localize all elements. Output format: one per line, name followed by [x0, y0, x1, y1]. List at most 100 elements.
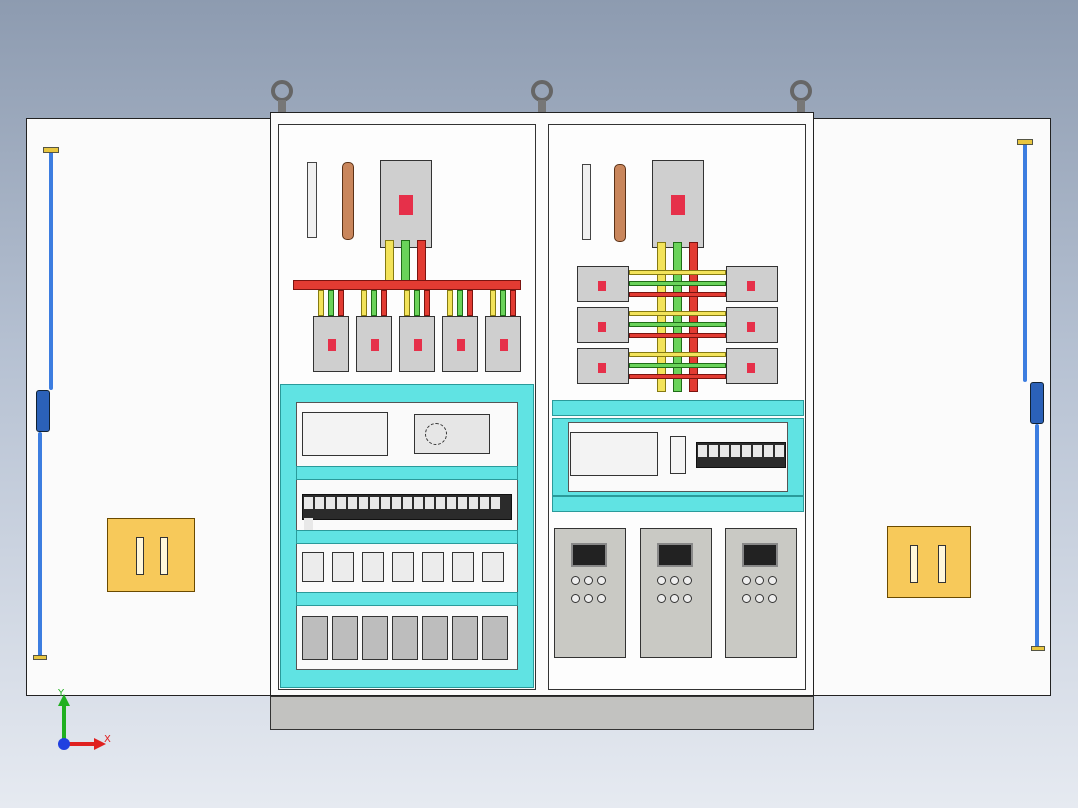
left-contactor-1[interactable]	[302, 552, 324, 582]
left-ssr-module-4[interactable]	[392, 616, 418, 660]
left-contactor-7[interactable]	[482, 552, 504, 582]
key-icon[interactable]	[670, 594, 679, 603]
terminal-cell	[731, 445, 740, 457]
key-icon[interactable]	[657, 594, 666, 603]
right-branch-breaker-4-toggle[interactable]	[747, 281, 755, 291]
right-plc[interactable]	[570, 432, 658, 476]
key-icon[interactable]	[597, 576, 606, 585]
right-lock-plate-icon[interactable]	[887, 526, 971, 598]
key-icon[interactable]	[584, 576, 593, 585]
left-branch-breaker-3[interactable]	[399, 316, 435, 372]
left-ssr-module-5[interactable]	[422, 616, 448, 660]
terminal-cell	[304, 497, 313, 509]
axis-y-label: Y	[58, 688, 65, 699]
left-branch-breaker-3-toggle[interactable]	[414, 339, 422, 351]
left-ssr-module-3[interactable]	[362, 616, 388, 660]
key-icon[interactable]	[670, 576, 679, 585]
terminal-cell	[480, 497, 489, 509]
left-ssr-module-6[interactable]	[452, 616, 478, 660]
left-branch-breaker-1[interactable]	[313, 316, 349, 372]
key-icon[interactable]	[742, 594, 751, 603]
right-vfd-1-display	[571, 543, 607, 567]
right-branch-breaker-5-toggle[interactable]	[747, 322, 755, 332]
right-tap-yellow-1	[629, 270, 726, 275]
key-icon[interactable]	[683, 576, 692, 585]
left-power-supply[interactable]	[414, 414, 490, 454]
right-vertical-bus-green	[673, 242, 682, 392]
right-branch-breaker-3[interactable]	[577, 348, 629, 384]
key-icon[interactable]	[755, 594, 764, 603]
left-drop-red	[417, 240, 426, 284]
key-icon[interactable]	[742, 576, 751, 585]
left-branch-breaker-2[interactable]	[356, 316, 392, 372]
terminal-cell	[447, 497, 456, 509]
left-contactor-3[interactable]	[362, 552, 384, 582]
left-ssr-module-2[interactable]	[332, 616, 358, 660]
right-branch-breaker-5[interactable]	[726, 307, 778, 343]
key-icon[interactable]	[755, 576, 764, 585]
left-feeder-red-5	[510, 290, 516, 316]
axis-triad-icon	[50, 688, 120, 758]
left-main-breaker-toggle[interactable]	[399, 195, 413, 215]
left-contactor-6[interactable]	[452, 552, 474, 582]
left-branch-breaker-5-toggle[interactable]	[500, 339, 508, 351]
right-lock-slot-1	[910, 545, 918, 583]
right-io-module[interactable]	[670, 436, 686, 474]
right-vfd-3-keypad[interactable]	[740, 573, 782, 603]
left-branch-breaker-2-toggle[interactable]	[371, 339, 379, 351]
axis-x-label: X	[104, 734, 111, 745]
key-icon[interactable]	[584, 594, 593, 603]
terminal-cell	[348, 497, 357, 509]
left-branch-breaker-4[interactable]	[442, 316, 478, 372]
lifting-eye-center-stem	[538, 100, 546, 114]
left-drop-green	[401, 240, 410, 284]
left-feeder-green-1	[328, 290, 334, 316]
key-icon[interactable]	[657, 576, 666, 585]
key-icon[interactable]	[597, 594, 606, 603]
right-branch-breaker-2[interactable]	[577, 307, 629, 343]
left-ssr-module-1[interactable]	[302, 616, 328, 660]
left-branch-breaker-4-toggle[interactable]	[457, 339, 465, 351]
right-branch-breaker-3-toggle[interactable]	[598, 363, 606, 373]
right-vfd-1[interactable]	[554, 528, 626, 658]
key-icon[interactable]	[571, 594, 580, 603]
left-contactor-2[interactable]	[332, 552, 354, 582]
left-door-handle-icon[interactable]	[36, 390, 50, 432]
terminal-cell	[403, 497, 412, 509]
right-branch-breaker-1-toggle[interactable]	[598, 281, 606, 291]
key-icon[interactable]	[571, 576, 580, 585]
right-branch-breaker-2-toggle[interactable]	[598, 322, 606, 332]
left-drop-yellow	[385, 240, 394, 284]
right-main-breaker-toggle[interactable]	[671, 195, 685, 215]
right-lock-slot-2	[938, 545, 946, 583]
terminal-cell	[381, 497, 390, 509]
right-vfd-3-display	[742, 543, 778, 567]
left-plc[interactable]	[302, 412, 388, 456]
left-contactor-4[interactable]	[392, 552, 414, 582]
left-door[interactable]	[26, 118, 272, 696]
left-contactor-5[interactable]	[422, 552, 444, 582]
right-vfd-3[interactable]	[725, 528, 797, 658]
right-branch-breaker-6[interactable]	[726, 348, 778, 384]
right-branch-breaker-4[interactable]	[726, 266, 778, 302]
right-door-handle-icon[interactable]	[1030, 382, 1044, 424]
right-door[interactable]	[812, 118, 1051, 696]
key-icon[interactable]	[768, 576, 777, 585]
right-branch-breaker-1[interactable]	[577, 266, 629, 302]
key-icon[interactable]	[768, 594, 777, 603]
left-main-breaker[interactable]	[380, 160, 432, 248]
key-icon[interactable]	[683, 594, 692, 603]
left-branch-breaker-5[interactable]	[485, 316, 521, 372]
right-vfd-1-keypad[interactable]	[569, 573, 611, 603]
right-copper-ground-bar	[614, 164, 626, 242]
left-branch-breaker-1-toggle[interactable]	[328, 339, 336, 351]
terminal-cell	[436, 497, 445, 509]
left-lock-plate-icon[interactable]	[107, 518, 195, 592]
right-vfd-2[interactable]	[640, 528, 712, 658]
right-main-breaker[interactable]	[652, 160, 704, 248]
terminal-cell	[359, 497, 368, 509]
right-vfd-2-keypad[interactable]	[655, 573, 697, 603]
left-ssr-module-7[interactable]	[482, 616, 508, 660]
left-feeder-yellow-4	[447, 290, 453, 316]
right-branch-breaker-6-toggle[interactable]	[747, 363, 755, 373]
